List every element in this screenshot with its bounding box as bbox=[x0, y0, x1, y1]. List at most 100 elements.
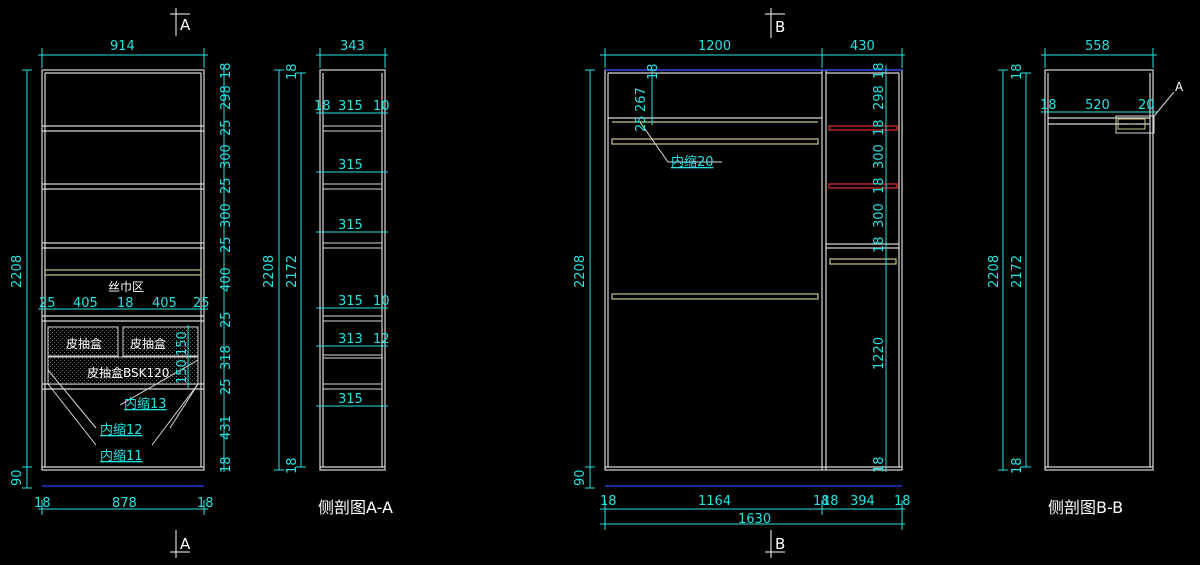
front-a-bottom-right: 18 bbox=[197, 496, 214, 511]
front-b-bottom-dim: 394 bbox=[850, 494, 875, 509]
front-b-right-dims: 18 298 18 300 18 300 18 1220 18 bbox=[872, 62, 887, 473]
front-b-right-dim: 300 bbox=[872, 203, 887, 228]
front-a-row-dim: 25 bbox=[39, 296, 56, 311]
side-a-caption: 侧剖图A-A bbox=[318, 498, 393, 517]
front-b-inset-label: 内缩20 bbox=[671, 154, 714, 170]
front-a-right-dim: 25 bbox=[219, 378, 234, 395]
front-a-right-dim: 431 bbox=[219, 415, 234, 440]
front-a-right-dim: 18 bbox=[219, 62, 234, 79]
front-a-drawers bbox=[47, 326, 199, 385]
front-b-right-dim: 1220 bbox=[872, 337, 887, 370]
front-b-inset-leader bbox=[639, 121, 722, 163]
front-a-right-dim: 400 bbox=[219, 267, 234, 292]
front-a-row-dim: 405 bbox=[73, 296, 98, 311]
side-a-width-top: 343 bbox=[340, 39, 365, 54]
side-a-top-cap: 18 bbox=[285, 63, 300, 80]
front-a-row-dim: 18 bbox=[117, 296, 134, 311]
front-b-rods bbox=[611, 121, 897, 300]
front-b-top-blue bbox=[605, 69, 902, 487]
front-a-inset13-label: 内缩13 bbox=[124, 396, 167, 412]
front-b-bottom-dim: 18 bbox=[600, 494, 617, 509]
front-a-width-top: 914 bbox=[110, 39, 135, 54]
front-b-bottom-dim: 18 bbox=[822, 494, 839, 509]
side-b-width-top: 558 bbox=[1085, 39, 1110, 54]
side-b-detail-mark: A bbox=[1175, 80, 1184, 94]
side-b-row-dim: 20 bbox=[1138, 98, 1155, 113]
front-a-inset11-label: 内缩11 bbox=[100, 448, 143, 464]
side-a-dim: 315 bbox=[338, 294, 363, 309]
front-b-bottom-dim: 1164 bbox=[698, 494, 731, 509]
front-a-bottom-left: 18 bbox=[34, 496, 51, 511]
side-a-dim: 315 bbox=[338, 158, 363, 173]
front-b-base-height: 90 bbox=[573, 469, 588, 486]
front-a-right-dim: 318 bbox=[219, 345, 234, 370]
side-b-cabinet bbox=[1044, 69, 1154, 471]
side-a-shelves bbox=[322, 125, 383, 390]
front-a-right-dim: 25 bbox=[219, 177, 234, 194]
front-b-bottom-dim: 18 bbox=[894, 494, 911, 509]
front-b-total-width: 1630 bbox=[738, 512, 771, 527]
side-a-dim: 18 bbox=[314, 99, 331, 114]
front-b-right-dim: 18 bbox=[872, 62, 887, 79]
side-a-dim: 10 bbox=[373, 99, 390, 114]
side-b-height-inner: 2172 bbox=[1010, 255, 1025, 288]
front-a-drawer-long-label: 皮抽盒BSK120 bbox=[87, 365, 169, 380]
side-b-top-cap: 18 bbox=[1010, 63, 1025, 80]
section-mark-a-top bbox=[170, 8, 190, 36]
side-b-row-dim: 520 bbox=[1085, 98, 1110, 113]
side-a-dim: 313 bbox=[338, 332, 363, 347]
front-a-right-dim: 298 bbox=[219, 85, 234, 110]
front-a-row-dim: 25 bbox=[193, 296, 210, 311]
front-b-dimension-lines bbox=[585, 48, 905, 530]
front-a-right-dim: 300 bbox=[219, 203, 234, 228]
front-a-base-height: 90 bbox=[10, 469, 25, 486]
side-b-caption: 侧剖图B-B bbox=[1048, 498, 1123, 517]
side-a-dim: 315 bbox=[338, 392, 363, 407]
front-a-row-dims: 25 405 18 405 25 bbox=[39, 296, 210, 311]
front-a-inset12-label: 内缩12 bbox=[100, 422, 143, 438]
section-mark-a-bottom-label: A bbox=[180, 535, 191, 553]
side-a-cabinet bbox=[319, 69, 386, 471]
front-b-bottom-dims: 18 1164 18 18 394 18 bbox=[600, 494, 911, 509]
front-b-left-top-dim: 25 bbox=[634, 115, 649, 132]
front-b-top-cap-left: 18 bbox=[646, 63, 661, 80]
front-b-red-shelves bbox=[828, 125, 898, 189]
side-b-bottom-cap: 18 bbox=[1010, 457, 1025, 474]
side-a-dim: 315 bbox=[338, 99, 363, 114]
side-b-dimension-lines bbox=[998, 48, 1157, 471]
side-a-bottom-cap: 18 bbox=[285, 457, 300, 474]
front-a-scarf-zone-label: 丝巾区 bbox=[108, 280, 144, 294]
front-a-bottom-mid: 878 bbox=[112, 496, 137, 511]
side-b-row-dim: 18 bbox=[1040, 98, 1057, 113]
front-a-dimension-lines bbox=[22, 48, 225, 515]
front-a-row-dim: 405 bbox=[152, 296, 177, 311]
front-a-drawer-left-label: 皮抽盒 bbox=[66, 336, 102, 351]
front-a-cabinet bbox=[41, 69, 205, 487]
front-b-bottom-dim: 18 bbox=[813, 494, 830, 509]
side-a-height-outer: 2208 bbox=[262, 255, 277, 288]
front-a-drawer-dim-upper: 150 bbox=[175, 331, 190, 356]
front-b-right-dim: 300 bbox=[872, 144, 887, 169]
front-a-right-dim: 25 bbox=[219, 311, 234, 328]
section-mark-a-bottom bbox=[170, 530, 190, 558]
side-a-dim: 10 bbox=[373, 294, 390, 309]
section-mark-b-bottom bbox=[765, 530, 785, 558]
front-a-inset-leaders bbox=[47, 359, 199, 446]
front-a-drawer-right-label: 皮抽盒 bbox=[130, 336, 166, 351]
front-b-right-dim: 18 bbox=[872, 456, 887, 473]
section-mark-b-top bbox=[765, 8, 785, 38]
side-a-dimension-lines bbox=[274, 48, 388, 471]
front-b-left-top-dim: 267 bbox=[634, 87, 649, 112]
side-a-dim: 12 bbox=[373, 332, 390, 347]
front-a-right-dim: 25 bbox=[219, 236, 234, 253]
front-a-right-dim: 300 bbox=[219, 144, 234, 169]
front-b-right-dim: 18 bbox=[872, 119, 887, 136]
front-b-width-right: 430 bbox=[850, 39, 875, 54]
section-mark-b-top-label: B bbox=[775, 18, 785, 36]
front-a-right-dims: 18 298 25 300 25 300 25 400 25 318 25 43… bbox=[219, 62, 234, 473]
side-a-height-inner: 2172 bbox=[285, 255, 300, 288]
side-b-rod-detail bbox=[1117, 118, 1146, 130]
front-b-right-dim: 18 bbox=[872, 236, 887, 253]
front-a-right-dim: 18 bbox=[219, 456, 234, 473]
